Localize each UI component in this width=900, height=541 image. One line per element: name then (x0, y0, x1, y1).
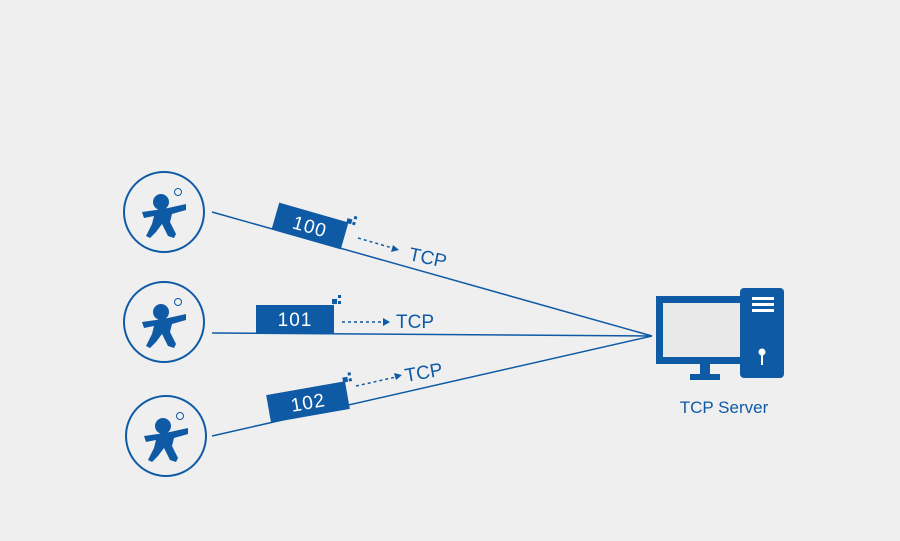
protocol-label-101: TCP (396, 312, 434, 333)
protocol-label-102: TCP (403, 360, 444, 387)
device-id-101: 101 (278, 310, 313, 331)
device-100: 100 (271, 202, 358, 250)
client-100: 100 TCP (123, 171, 448, 273)
link-line-101 (211, 332, 653, 337)
runner-logo-icon (141, 298, 187, 349)
tcp-server: TCP Server (656, 288, 784, 417)
runner-logo-icon (143, 412, 189, 463)
server-label: TCP Server (680, 398, 769, 417)
client-101: 101 TCP (123, 281, 434, 363)
device-102: 102 (266, 372, 353, 423)
runner-logo-icon (141, 188, 187, 239)
client-102: 102 TCP (125, 360, 444, 477)
computer-icon (656, 288, 784, 380)
device-101: 101 (256, 295, 341, 333)
